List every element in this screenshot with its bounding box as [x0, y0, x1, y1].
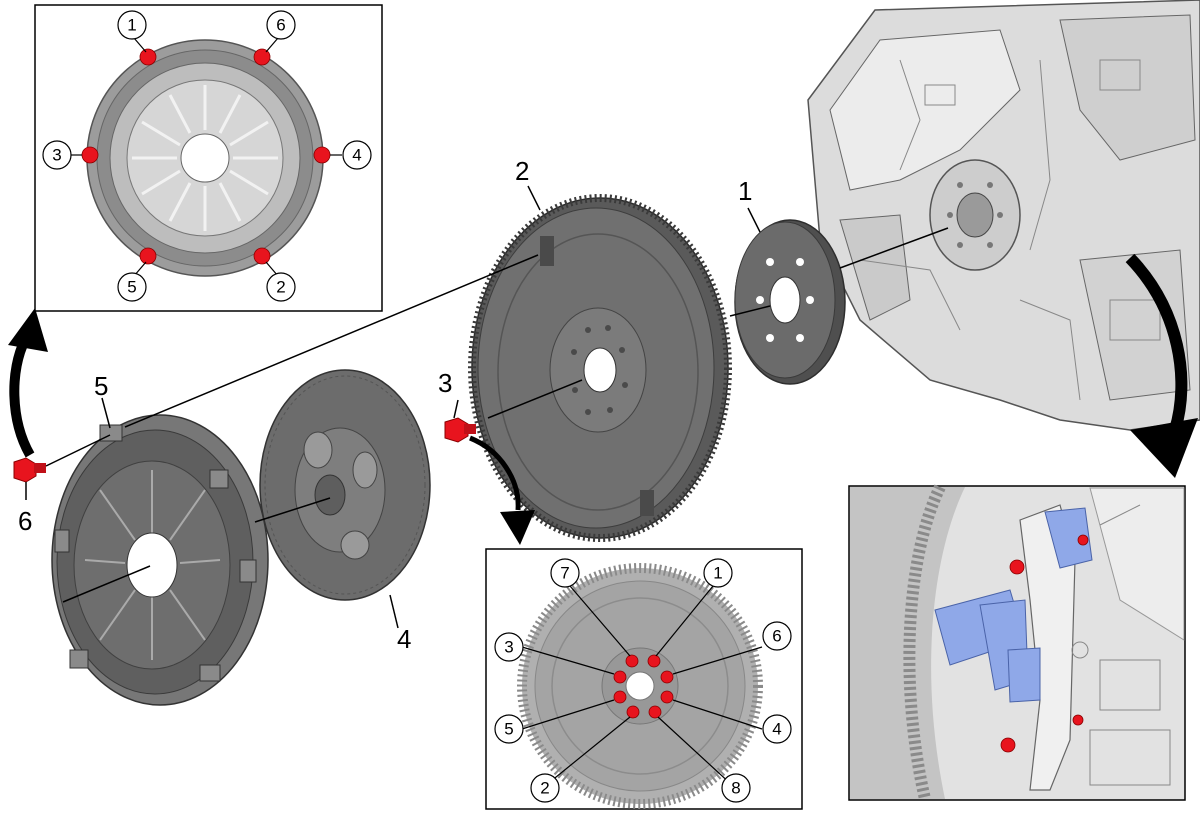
- part-labels: 1 2 3 4 5 6: [18, 156, 752, 654]
- flywheel-seq-label-1: 1: [713, 564, 722, 583]
- clutch-seq-label-1: 1: [127, 16, 136, 35]
- flywheel-sequence-inset: 7 1 3 6 5 4 2 8: [485, 548, 803, 810]
- arrow-to-flywheel-inset: [469, 435, 535, 545]
- part-label-1: 1: [738, 176, 752, 206]
- clutch-seq-label-3: 3: [52, 146, 61, 165]
- locking-tool-inset: [848, 484, 1186, 801]
- part-label-2: 2: [515, 156, 529, 186]
- flywheel-seq-label-6: 6: [772, 627, 781, 646]
- arrow-to-engine-inset: [1125, 253, 1198, 478]
- part-label-5: 5: [94, 371, 108, 401]
- bolt-part-6: [13, 457, 46, 483]
- engine-block: [807, 0, 1200, 431]
- clutch-cover: [51, 414, 269, 706]
- part-label-3: 3: [438, 368, 452, 398]
- clutch-seq-label-6: 6: [276, 16, 285, 35]
- clutch-disc: [259, 369, 431, 601]
- flywheel-seq-label-4: 4: [772, 720, 781, 739]
- bolt-part-3: [444, 417, 476, 443]
- flywheel: [468, 194, 732, 542]
- flywheel-seq-label-7: 7: [560, 564, 569, 583]
- clutch-seq-label-5: 5: [127, 278, 136, 297]
- flywheel-seq-label-8: 8: [731, 779, 740, 798]
- adapter-plate: [734, 219, 846, 385]
- clutch-seq-label-2: 2: [276, 278, 285, 297]
- flywheel-seq-label-2: 2: [540, 779, 549, 798]
- part-label-4: 4: [397, 624, 411, 654]
- clutch-cover-sequence-inset: 1 6 3 4 5 2: [34, 4, 383, 312]
- flywheel-seq-label-3: 3: [504, 638, 513, 657]
- arrow-to-top-left-inset: [8, 308, 48, 458]
- leader-lines: [25, 185, 949, 629]
- part-label-6: 6: [18, 506, 32, 536]
- clutch-seq-label-4: 4: [352, 146, 361, 165]
- flywheel-seq-label-5: 5: [504, 720, 513, 739]
